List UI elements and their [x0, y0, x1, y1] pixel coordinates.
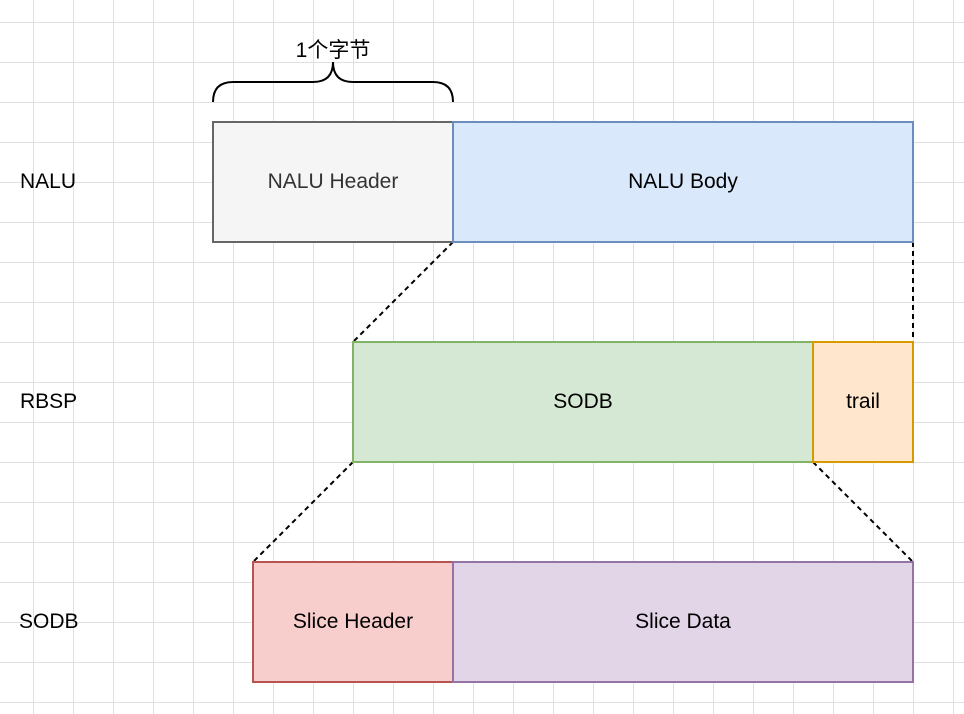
byte-brace-label: 1个字节 — [295, 39, 371, 62]
byte-brace — [212, 61, 454, 103]
slice-header-box: Slice Header — [252, 561, 454, 683]
rbsp-sodb-label: SODB — [553, 390, 613, 413]
row-label-sodb: SODB — [19, 610, 79, 633]
nalu-header-label: NALU Header — [267, 170, 399, 193]
nalu-body-label: NALU Body — [628, 170, 738, 193]
nalu-body-box: NALU Body — [452, 121, 914, 243]
slice-data-box: Slice Data — [452, 561, 914, 683]
rbsp-trail-box: trail — [812, 341, 914, 463]
slice-data-label: Slice Data — [635, 610, 731, 633]
connector-sodb-left — [252, 461, 354, 563]
slice-header-label: Slice Header — [292, 610, 414, 633]
nalu-header-box: NALU Header — [212, 121, 454, 243]
rbsp-trail-label: trail — [846, 390, 880, 413]
rbsp-sodb-box: SODB — [352, 341, 814, 463]
row-label-rbsp: RBSP — [20, 390, 78, 413]
connector-sodb-right — [812, 461, 914, 563]
connector-nalu-body-left — [352, 241, 454, 343]
row-label-nalu: NALU — [20, 170, 77, 193]
